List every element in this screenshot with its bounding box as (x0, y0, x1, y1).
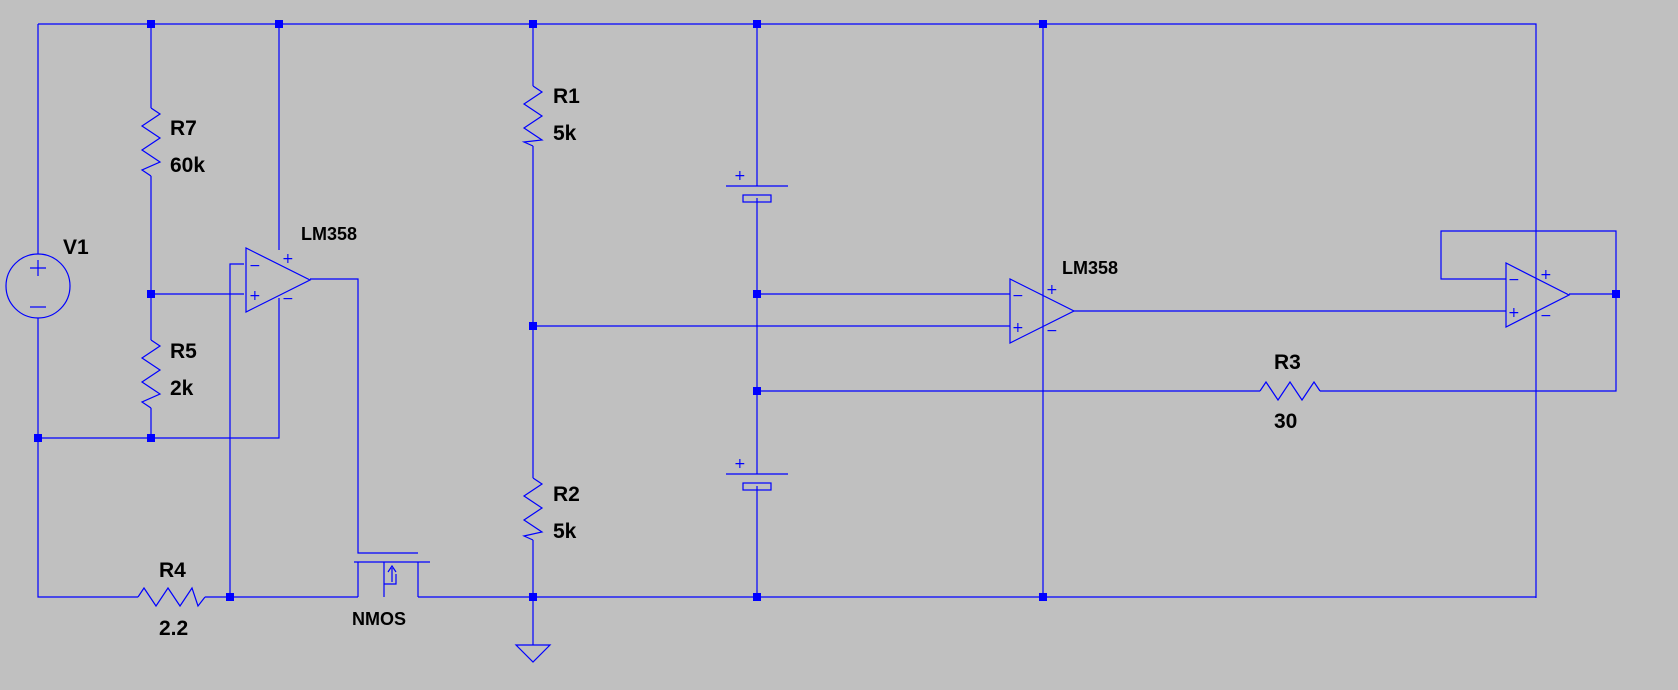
junction (147, 290, 155, 298)
component-name: NMOS (352, 609, 406, 629)
component-name: LM358 (1062, 258, 1118, 278)
supply-minus: − (1540, 308, 1552, 324)
junction (529, 20, 537, 28)
resistor-icon (137, 586, 206, 608)
resistor-r1[interactable]: R1 5k (521, 85, 580, 147)
junction (753, 387, 761, 395)
component-name: R7 (170, 117, 197, 140)
opamp-triangle-icon (1009, 278, 1076, 344)
junction (1039, 20, 1047, 28)
component-value: 5k (553, 520, 577, 543)
component-value: 2.2 (159, 617, 188, 640)
ground-icon (514, 644, 552, 663)
component-value: 2k (170, 377, 194, 400)
junction (226, 593, 234, 601)
wire-u1-out (310, 278, 418, 554)
battery-plus: + (734, 456, 746, 472)
wire-node-left (38, 298, 280, 439)
component-name: R4 (159, 559, 186, 582)
component-name: V1 (63, 236, 89, 259)
resistor-r7[interactable]: R7 60k (140, 107, 205, 177)
supply-minus: − (282, 291, 294, 307)
pin-minus: − (1012, 288, 1024, 304)
wire-u1-minus (229, 263, 244, 597)
junction (529, 322, 537, 330)
wire-v1-bottom (37, 318, 138, 598)
supply-minus: − (1046, 323, 1058, 339)
pin-minus: − (249, 258, 261, 274)
junction (753, 290, 761, 298)
junction (1039, 593, 1047, 601)
voltage-source-v1[interactable]: V1 (5, 236, 89, 319)
opamp-u2[interactable]: − + + − LM358 (1009, 258, 1118, 344)
junction (529, 593, 537, 601)
junctions (34, 20, 1620, 601)
supply-plus: + (1540, 267, 1552, 283)
junction (1612, 290, 1620, 298)
nmos-arrow-icon (384, 564, 397, 585)
resistor-r3[interactable]: R3 30 (1259, 351, 1321, 433)
opamp-triangle-icon (245, 247, 312, 313)
supply-plus: + (1046, 282, 1058, 298)
resistor-r4[interactable]: R4 2.2 (137, 559, 206, 640)
resistor-icon (1259, 380, 1321, 402)
junction (34, 434, 42, 442)
junction (753, 20, 761, 28)
component-value: 5k (553, 122, 577, 145)
component-name: R5 (170, 340, 197, 363)
resistor-icon (521, 85, 544, 147)
battery-lower[interactable]: + (726, 456, 788, 491)
resistor-icon (140, 107, 162, 177)
pin-plus: + (1508, 305, 1520, 321)
nmos-channel-icon (366, 561, 432, 598)
wires (37, 23, 1617, 645)
component-name: LM358 (301, 224, 357, 244)
nmos-m1[interactable]: NMOS (352, 561, 432, 629)
plus-icon (30, 260, 46, 276)
junction (147, 434, 155, 442)
battery-plate (742, 482, 772, 491)
resistor-r2[interactable]: R2 5k (522, 477, 580, 543)
opamp-u1[interactable]: − + + − LM358 (245, 224, 357, 313)
junction (147, 20, 155, 28)
wire-u3-feedback (1440, 230, 1617, 294)
pin-plus: + (249, 288, 261, 304)
wire-r3-right (1320, 294, 1617, 392)
pin-minus: − (1508, 272, 1520, 288)
component-name: R3 (1274, 351, 1301, 374)
junction (275, 20, 283, 28)
battery-plate (742, 194, 772, 203)
resistor-icon (522, 477, 544, 541)
pin-plus: + (1012, 320, 1024, 336)
resistor-icon (140, 339, 162, 409)
junction (753, 593, 761, 601)
battery-plus: + (734, 168, 746, 184)
battery-upper[interactable]: + (726, 168, 788, 203)
opamp-u3[interactable]: − + + − (1505, 262, 1571, 328)
opamp-triangle-icon (1505, 262, 1571, 328)
component-value: 30 (1274, 410, 1297, 433)
nmos-gate-icon (354, 561, 366, 598)
resistor-r5[interactable]: R5 2k (140, 339, 197, 409)
component-value: 60k (170, 154, 205, 177)
component-name: R2 (553, 483, 580, 506)
voltage-source-icon (5, 253, 71, 319)
component-name: R1 (553, 85, 580, 108)
ground-symbol (514, 644, 552, 663)
wire-top-rail (38, 23, 1537, 598)
supply-plus: + (282, 251, 294, 267)
